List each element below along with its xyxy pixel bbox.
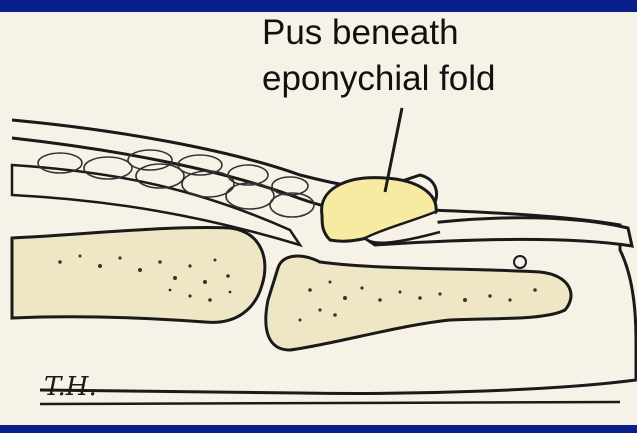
slide-bottom-bar bbox=[0, 425, 637, 433]
pus-annotation-label: Pus beneath eponychial fold bbox=[262, 10, 496, 102]
vessel-circle bbox=[514, 256, 526, 268]
distal-phalanx bbox=[266, 256, 571, 350]
annotation-line-1: Pus beneath bbox=[262, 10, 496, 56]
annotation-line-2: eponychial fold bbox=[262, 56, 496, 102]
volar-skin bbox=[40, 402, 620, 404]
artist-signature: T.H. bbox=[44, 372, 97, 402]
